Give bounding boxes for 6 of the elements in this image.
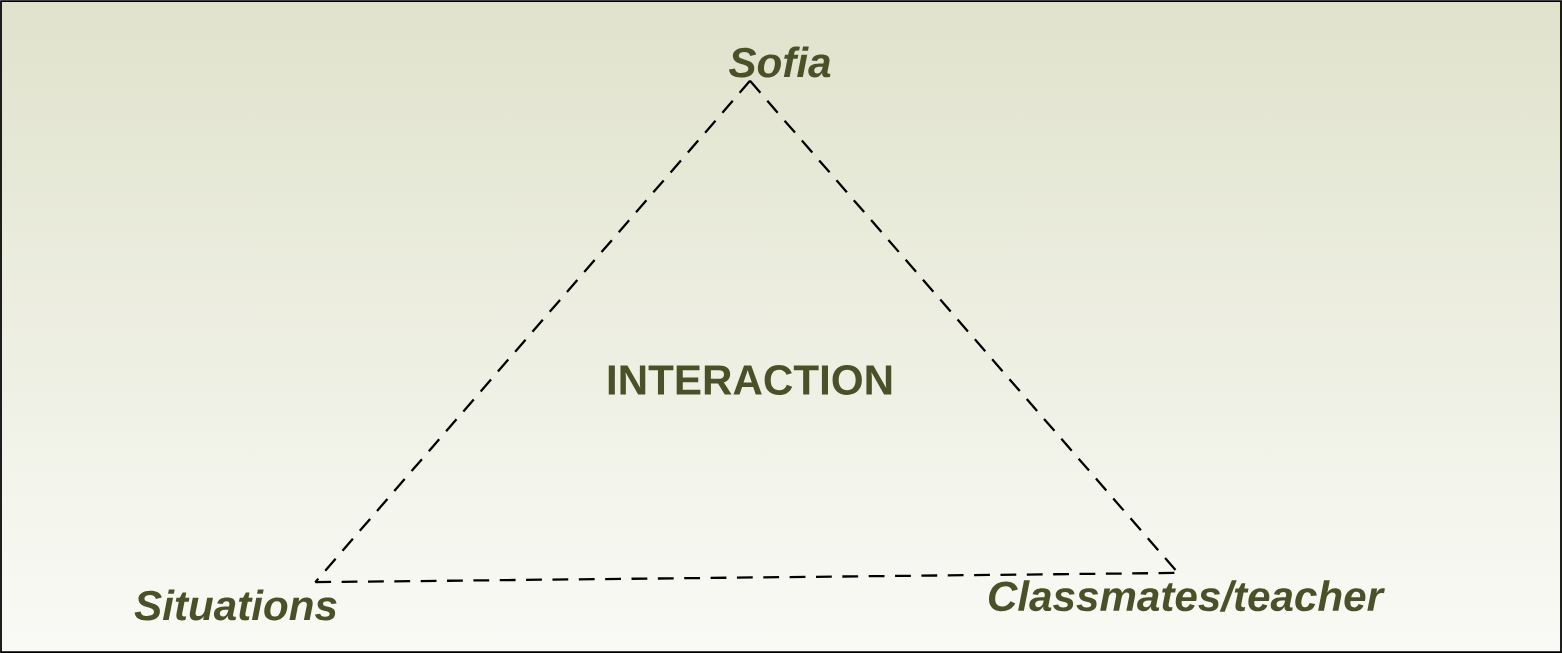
center-label: INTERACTION xyxy=(608,365,892,395)
node-label: Classmates/teacher xyxy=(989,580,1385,612)
node-label: Sofia xyxy=(729,46,831,78)
dashed-line xyxy=(749,80,1179,574)
node-label: Situations xyxy=(134,589,337,621)
dashed-line xyxy=(314,80,751,583)
